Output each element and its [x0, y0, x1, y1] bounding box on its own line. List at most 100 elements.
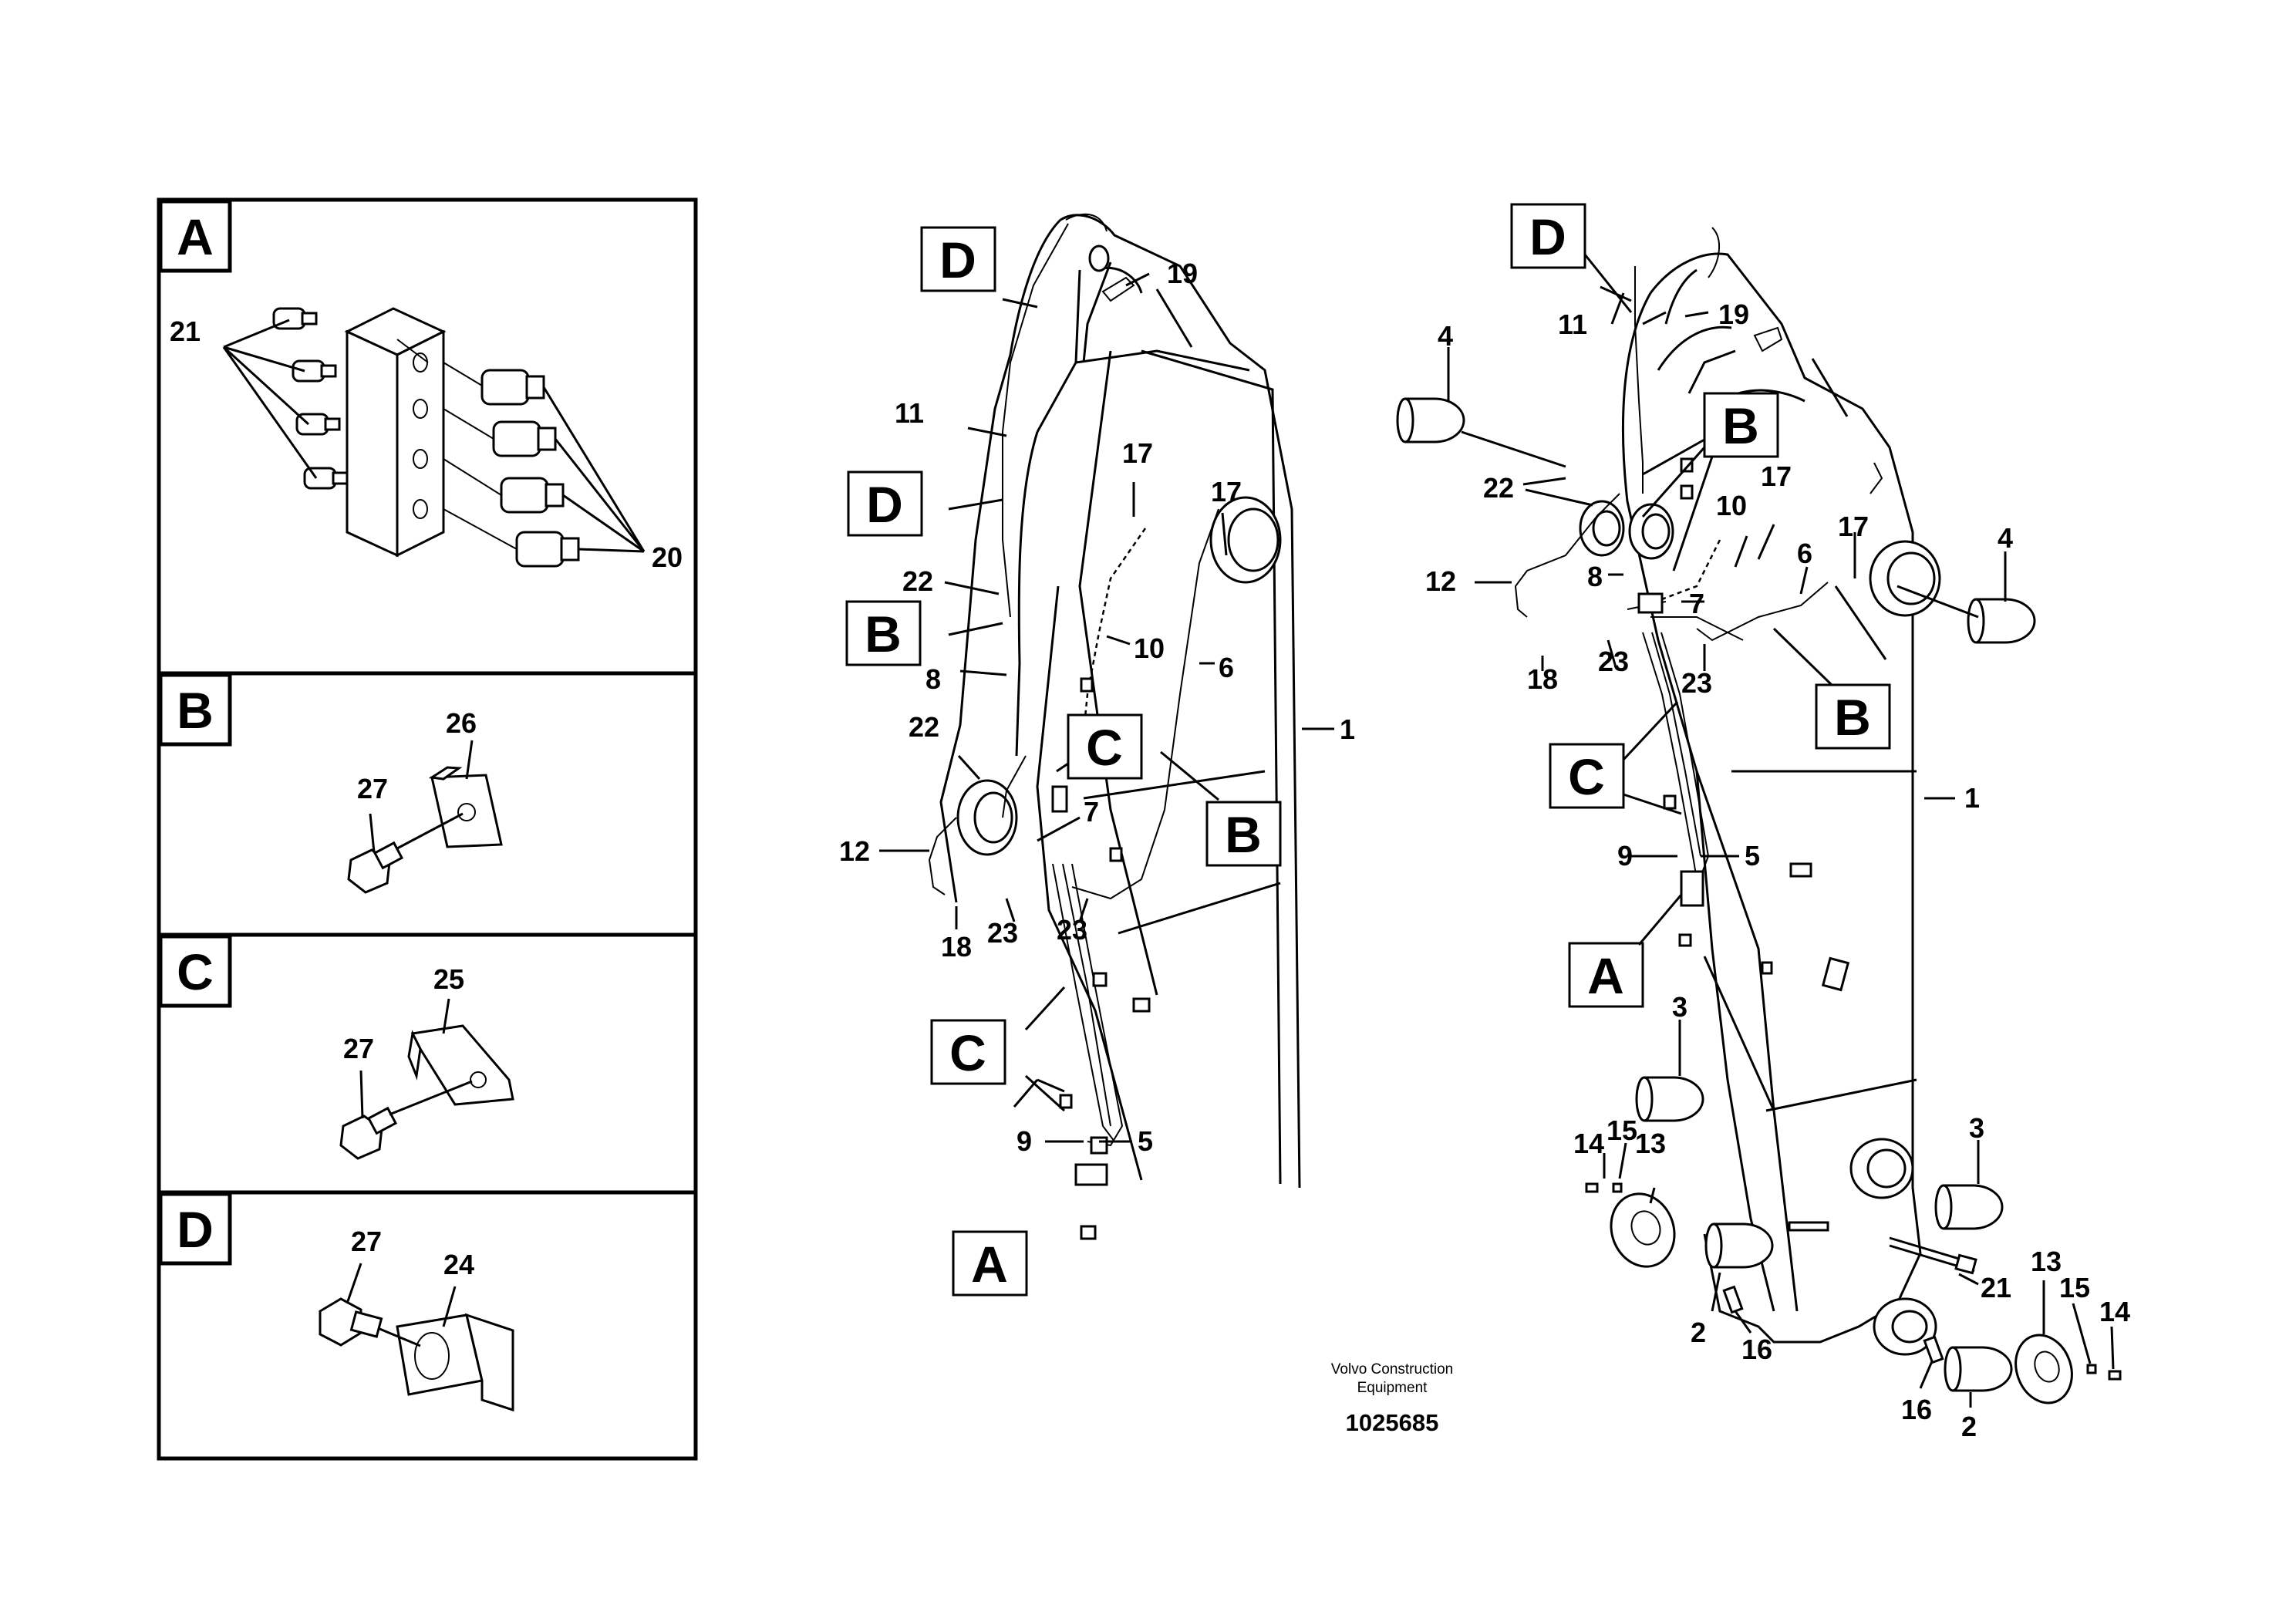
detail-panels: A: [157, 197, 698, 1461]
callout-24: 24: [443, 1249, 474, 1280]
company-name-line1: Volvo Construction: [1331, 1361, 1453, 1378]
callout-5: 5: [1745, 840, 1760, 872]
callout-11: 11: [1558, 309, 1587, 340]
hydraulic-hoses: [1514, 227, 1850, 1232]
hydraulic-manifold-block: [344, 307, 447, 558]
callout-1: 1: [1340, 713, 1355, 745]
bushing-4: [1396, 397, 1465, 443]
callout-18: 18: [1527, 663, 1558, 695]
callout-7: 7: [1689, 588, 1704, 619]
bushing-4: [1967, 598, 2036, 644]
leader-lines: [222, 319, 646, 553]
section-ref-a: A: [1587, 947, 1624, 1004]
callout-26: 26: [446, 707, 477, 739]
company-name-line2: Equipment: [1357, 1380, 1428, 1396]
section-ref-b: B: [1225, 806, 1262, 863]
callout-2: 2: [1691, 1317, 1706, 1348]
callout-27: 27: [343, 1033, 374, 1064]
callout-4: 4: [1438, 320, 1453, 352]
callout-22: 22: [902, 565, 933, 597]
panel-label-c: C: [177, 943, 214, 1000]
callout-16: 16: [1741, 1334, 1772, 1365]
callout-21: 21: [170, 315, 201, 347]
callout-16: 16: [1901, 1394, 1932, 1425]
panel-label-box: [158, 199, 232, 273]
detail-panel-a: A: [158, 199, 683, 573]
callout-9: 9: [1017, 1125, 1032, 1157]
callout-7: 7: [1084, 796, 1099, 828]
section-reference-boxes: D D B C B C A: [845, 226, 1282, 1297]
callout-10: 10: [1716, 490, 1747, 521]
detail-panel-d: D 27 24: [158, 1192, 514, 1412]
section-ref-d: D: [939, 231, 976, 288]
section-ref-b: B: [1834, 689, 1871, 746]
clamp-block-24: [396, 1313, 514, 1412]
callout-8: 8: [925, 663, 941, 695]
callout-23: 23: [1681, 667, 1712, 699]
callout-14: 14: [1573, 1128, 1604, 1159]
leader-lines: [879, 272, 1334, 1143]
footer: Volvo Construction Equipment 1025685: [1331, 1361, 1453, 1436]
callout-20: 20: [652, 541, 683, 573]
callout-17: 17: [1211, 476, 1242, 508]
section-ref-d: D: [1529, 208, 1566, 265]
bolt-27: [319, 1297, 421, 1347]
bolt-27: [347, 812, 464, 894]
callout-23: 23: [1598, 646, 1629, 677]
clamp-plate-25: [407, 1024, 514, 1106]
callout-25: 25: [433, 963, 464, 995]
section-ref-b: B: [865, 605, 902, 663]
detail-panel-c: C 25 27: [158, 934, 514, 1160]
callout-11: 11: [895, 397, 924, 429]
fittings-20: [480, 369, 580, 568]
callout-12: 12: [1425, 565, 1456, 597]
bushing-2: [1704, 1222, 1774, 1269]
left-boom-view: D D B C B C A 19 11 17 17 22 10 6 8 22 7…: [839, 213, 1355, 1297]
callout-9: 9: [1617, 840, 1633, 872]
section-ref-b: B: [1722, 397, 1759, 454]
callout-22: 22: [1483, 472, 1514, 504]
grease-fittings-21: [1889, 1236, 1977, 1275]
detail-panel-b: B 26 27: [158, 673, 503, 894]
callout-17: 17: [1761, 460, 1792, 492]
callout-12: 12: [839, 835, 870, 867]
detail-panel-frame: [157, 197, 698, 1461]
callout-3: 3: [1969, 1112, 1984, 1144]
callout-22: 22: [909, 711, 939, 743]
callout-1: 1: [1964, 782, 1980, 814]
callout-17: 17: [1122, 437, 1153, 469]
document-number: 1025685: [1346, 1409, 1439, 1436]
callout-27: 27: [357, 773, 388, 804]
callout-5: 5: [1138, 1125, 1153, 1157]
panel-label-box: [158, 1192, 232, 1266]
callout-19: 19: [1167, 258, 1198, 289]
callout-15: 15: [1607, 1114, 1637, 1146]
callout-23: 23: [1057, 914, 1087, 946]
clamp-plate-26: [428, 766, 503, 848]
panel-label-box: [158, 934, 232, 1008]
callout-17: 17: [1838, 511, 1869, 542]
bushing-2: [1944, 1346, 2013, 1392]
bolt-27: [339, 1080, 473, 1160]
shim-plate-13: [2014, 1334, 2073, 1404]
panel-label-box: [158, 673, 232, 747]
boom-pivot-bosses: [1579, 500, 1941, 1356]
callout-numbers: 19 11 4 22 17 10 17 4 12 8 6 7 18 23 23 …: [1425, 298, 2130, 1442]
bushing-3: [1934, 1184, 2004, 1230]
leader-lines: [1447, 285, 2115, 1408]
callout-10: 10: [1134, 632, 1165, 664]
callout-15: 15: [2059, 1272, 2090, 1303]
panel-label-d: D: [177, 1201, 214, 1258]
callout-4: 4: [1998, 522, 2013, 554]
section-ref-d: D: [866, 476, 903, 533]
right-boom-view: D B B C A 19 11 4 22 17 10 17 4 12 8: [1396, 203, 2130, 1442]
bushing-3: [1635, 1076, 1704, 1122]
callout-19: 19: [1718, 298, 1749, 330]
pins-and-bushings: [1396, 397, 2122, 1404]
callout-27: 27: [351, 1226, 382, 1257]
section-ref-c: C: [1086, 719, 1123, 776]
panel-label-a: A: [177, 208, 214, 265]
callout-numbers: 19 11 17 17 22 10 6 8 22 7 12 1 18 23 23…: [839, 258, 1355, 1157]
fittings-21: [272, 307, 349, 490]
